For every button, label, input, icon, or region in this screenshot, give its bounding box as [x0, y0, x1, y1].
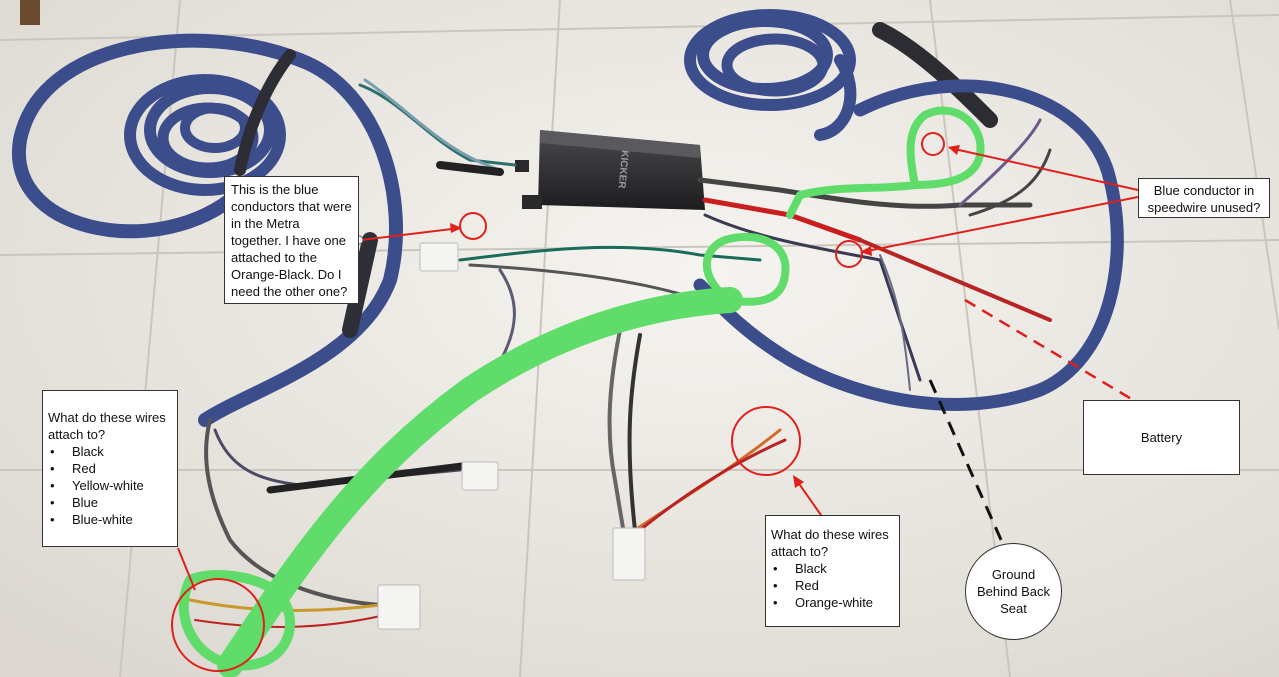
- list-item: Orange-white: [773, 594, 894, 611]
- green-highlight-marks: [178, 106, 985, 677]
- battery-label: Battery: [1140, 430, 1183, 445]
- blue-conductors-callout: This is the blue conductors that were in…: [224, 176, 359, 304]
- blue-conductor-circle: [459, 212, 487, 240]
- red-annotation-marks: [171, 132, 1151, 672]
- left-wires-callout: What do these wires attach to? Black Red…: [42, 390, 178, 547]
- ground-callout: Ground Behind Back Seat: [965, 543, 1062, 640]
- list-item: Black: [773, 560, 894, 577]
- left-wires-question: What do these wires attach to?: [48, 410, 166, 442]
- left-wires-circle: [171, 578, 265, 672]
- list-item: Red: [50, 460, 172, 477]
- ground-label: Ground Behind Back Seat: [977, 567, 1050, 616]
- speedwire-circle-lower: [835, 240, 863, 268]
- right-blue-cable: [684, 9, 1124, 411]
- amplifier-brand: KICKER: [616, 150, 630, 190]
- ground-dashed-line: [928, 379, 1012, 561]
- middle-wires-callout: What do these wires attach to? Black Red…: [765, 515, 900, 627]
- middle-wires-circle: [731, 406, 801, 476]
- list-item: Yellow-white: [50, 477, 172, 494]
- middle-wires-list: Black Red Orange-white: [771, 560, 894, 611]
- blue-conductors-text: This is the blue conductors that were in…: [231, 182, 352, 299]
- left-wires-list: Black Red Yellow-white Blue Blue-white: [48, 443, 172, 528]
- speedwire-circle-upper: [921, 132, 945, 156]
- battery-callout: Battery: [1083, 400, 1240, 475]
- speedwire-text: Blue conductor in speedwire unused?: [1147, 183, 1261, 215]
- wood-corner: [20, 0, 40, 25]
- list-item: Blue: [50, 494, 172, 511]
- middle-wires-question: What do these wires attach to?: [771, 527, 889, 559]
- list-item: Red: [773, 577, 894, 594]
- list-item: Blue-white: [50, 511, 172, 528]
- kicker-amplifier: KICKER: [515, 130, 705, 210]
- list-item: Black: [50, 443, 172, 460]
- left-blue-cable: [11, 33, 403, 427]
- red-arrowheads: [450, 145, 960, 488]
- speedwire-callout: Blue conductor in speedwire unused?: [1138, 178, 1270, 218]
